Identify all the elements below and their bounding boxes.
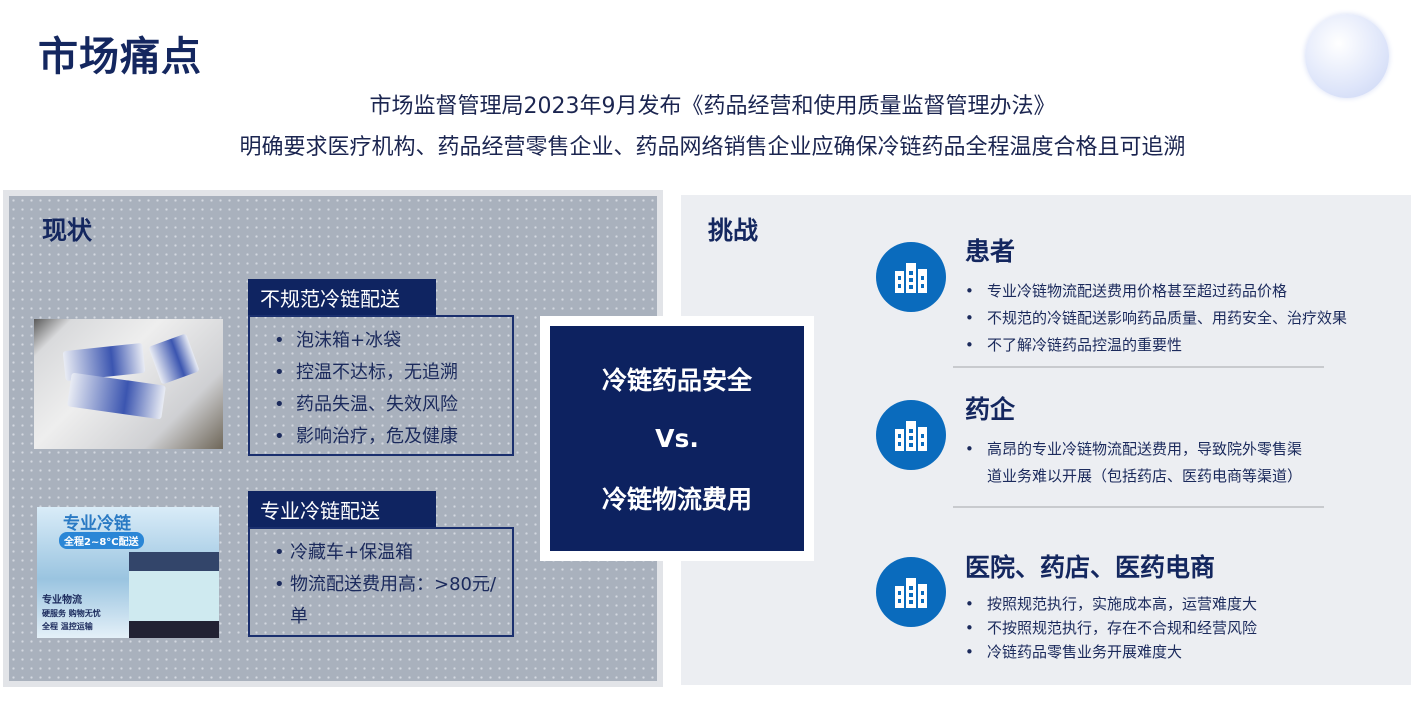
divider: [953, 366, 1324, 368]
list-item: 不按照规范执行，存在不合规和经营风险: [955, 616, 1257, 640]
list-item: 按照规范执行，实施成本高，运营难度大: [955, 592, 1257, 616]
subtitle-line-1: 市场监督管理局2023年9月发布《药品经营和使用质量监督管理办法》: [369, 94, 1056, 119]
list-item: 物流配送费用高：>80元/单: [250, 569, 512, 627]
list-item: 专业冷链物流配送费用价格甚至超过药品价格: [955, 278, 1347, 305]
list-item: 影响治疗，危及健康: [250, 421, 512, 453]
page-title: 市场痛点: [38, 34, 202, 80]
cold-chain-truck-image: 专业冷链 全程2~8°C配送 专业物流 硬服务 购物无忧 全程 温控运输: [37, 507, 219, 638]
section-tag-nonstandard: 不规范冷链配送: [248, 279, 436, 315]
versus-label: Vs.: [655, 423, 699, 453]
list-item: 不了解冷链药品控温的重要性: [955, 332, 1347, 359]
versus-line-2: 冷链物流费用: [601, 484, 752, 514]
list-item: 控温不达标，无追溯: [250, 357, 512, 389]
pharma-list: 高昂的专业冷链物流配送费用，导致院外零售渠道业务难以开展（包括药店、医药电商等渠…: [955, 436, 1315, 490]
buildings-icon: [876, 242, 946, 312]
patients-list: 专业冷链物流配送费用价格甚至超过药品价格 不规范的冷链配送影响药品质量、用药安全…: [955, 278, 1347, 359]
section-tag-professional: 专业冷链配送: [248, 491, 436, 527]
list-item: 不规范的冷链配送影响药品质量、用药安全、治疗效果: [955, 305, 1347, 332]
list-item: 药品失温、失效风险: [250, 389, 512, 421]
status-heading: 现状: [42, 216, 93, 245]
subtitle-line-2: 明确要求医疗机构、药品经营零售企业、药品网络销售企业应确保冷链药品全程温度合格且…: [239, 135, 1186, 160]
image-text: 专业物流: [42, 595, 82, 606]
image-text: 全程2~8°C配送: [59, 532, 144, 549]
group-title-hospitals: 医院、药店、医药电商: [965, 553, 1216, 582]
versus-box: 冷链药品安全 Vs. 冷链物流费用: [540, 316, 814, 561]
truck-icon: [129, 552, 219, 638]
nonstandard-list: 泡沫箱+冰袋 控温不达标，无追溯 药品失温、失效风险 影响治疗，危及健康: [248, 315, 514, 456]
list-item: 高昂的专业冷链物流配送费用，导致院外零售渠道业务难以开展（包括药店、医药电商等渠…: [955, 436, 1315, 490]
image-text: 专业冷链: [63, 514, 131, 534]
divider: [953, 506, 1324, 508]
list-item: 冷藏车+保温箱: [250, 537, 512, 569]
hospitals-list: 按照规范执行，实施成本高，运营难度大 不按照规范执行，存在不合规和经营风险 冷链…: [955, 592, 1257, 664]
list-item: 冷链药品零售业务开展难度大: [955, 640, 1257, 664]
group-title-pharma: 药企: [965, 395, 1016, 424]
image-text: 全程 温控运输: [42, 622, 93, 631]
decorative-circle: [1305, 14, 1389, 98]
challenge-heading: 挑战: [708, 216, 759, 245]
versus-line-1: 冷链药品安全: [601, 366, 752, 396]
professional-list: 冷藏车+保温箱 物流配送费用高：>80元/单: [248, 527, 514, 637]
image-text: 硬服务 购物无忧: [42, 609, 101, 618]
buildings-icon: [876, 557, 946, 627]
foam-box-photo: [34, 319, 223, 449]
buildings-icon: [876, 400, 946, 470]
list-item: 泡沫箱+冰袋: [250, 325, 512, 357]
group-title-patients: 患者: [965, 237, 1016, 266]
